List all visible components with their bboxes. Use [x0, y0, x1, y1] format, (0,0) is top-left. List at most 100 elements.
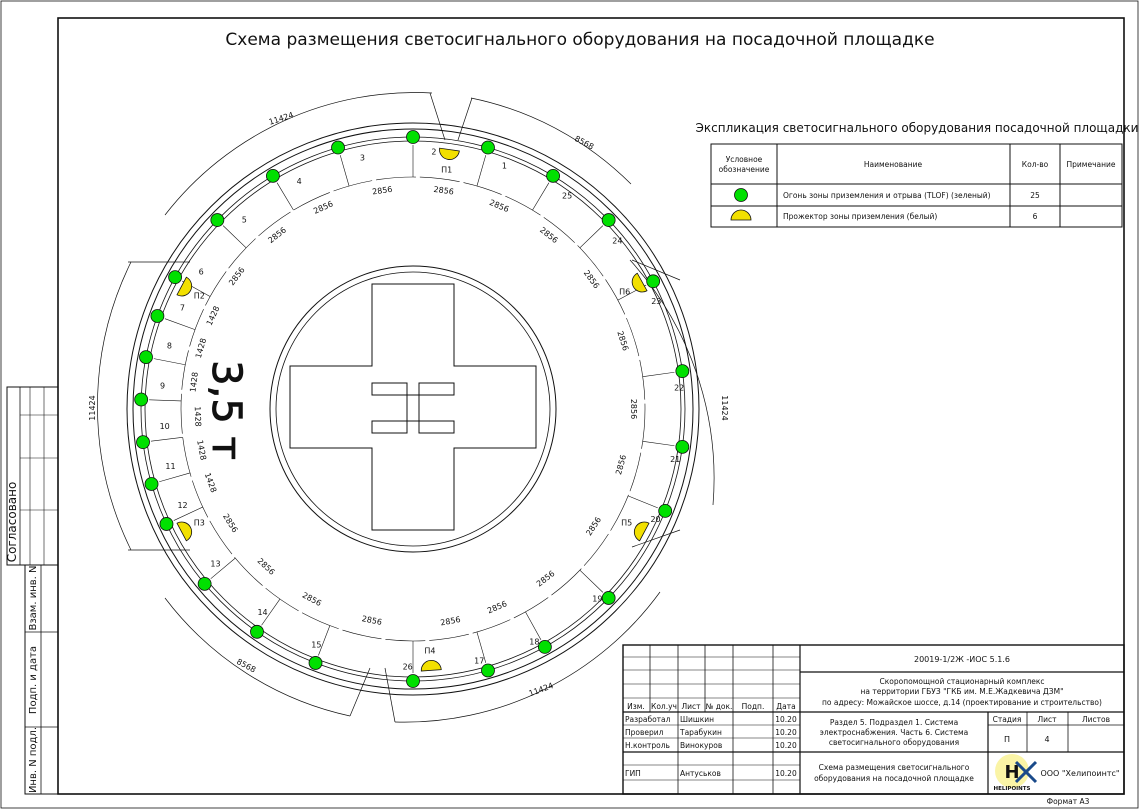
- tlof-light-label-12: 12: [177, 501, 187, 510]
- cross-marking: [289, 283, 537, 531]
- agreed-label: Согласовано: [5, 482, 19, 563]
- tlof-light-17: [481, 663, 495, 678]
- tlof-light-label-22: 22: [674, 383, 684, 392]
- tlof-light-2: [406, 130, 420, 144]
- step-dim-6: 1428: [205, 305, 222, 327]
- dim-label-bottom-left: 8568: [235, 657, 257, 675]
- tlof-lights: 1234567891011121314152617181920212223242…: [134, 130, 690, 688]
- step-dim-18: 2856: [535, 569, 557, 589]
- tlof-light-8: [139, 350, 153, 364]
- role-norm-control: Н.контроль: [625, 741, 670, 750]
- floodlight-П4: [420, 659, 442, 672]
- swap-inv-label: Взам. инв. N: [28, 566, 39, 631]
- tlof-light-26: [406, 674, 420, 688]
- tlof-light-23: [646, 274, 661, 289]
- tlof-light-label-10: 10: [160, 422, 170, 431]
- fato-circle: [269, 265, 557, 553]
- step-dim-24: 2856: [538, 225, 560, 245]
- pad-ring-2: [132, 128, 694, 690]
- tlof-light-6: [168, 270, 183, 285]
- tlof-light-7: [150, 309, 165, 323]
- tlof-light-label-18: 18: [529, 637, 539, 646]
- step-dim-3: 2856: [312, 199, 334, 216]
- tlof-light-label-23: 23: [651, 297, 661, 306]
- tlof-light-symbol-icon: [734, 188, 748, 202]
- tlof-light-label-4: 4: [297, 177, 302, 186]
- tlof-light-14: [250, 624, 264, 639]
- dim-label-top-right: 8568: [573, 134, 595, 152]
- floodlight-П3: [176, 521, 193, 542]
- step-dim-10: 1428: [195, 439, 208, 461]
- stamp-col-sign: Подп.: [742, 702, 765, 711]
- floodlight-label-П5: П5: [621, 519, 632, 528]
- step-dim-15: 2856: [361, 614, 383, 627]
- stamp-col-doc: № док.: [706, 702, 733, 711]
- tlof-light-22: [675, 364, 690, 379]
- step-dim-5: 2856: [227, 265, 246, 287]
- floodlight-label-П3: П3: [194, 519, 205, 528]
- step-dim-12: 2856: [221, 512, 239, 534]
- step-dim-13: 2856: [256, 556, 277, 576]
- date-developer: 10.20: [775, 715, 797, 724]
- tlof-light-19: [601, 591, 616, 605]
- tlof-light-15: [308, 656, 323, 670]
- tlof-light-21: [675, 439, 690, 454]
- inv-orig-label: Инв. N подл.: [28, 727, 39, 793]
- tlof-light-9: [134, 392, 149, 407]
- step-dim-9: 1428: [193, 406, 203, 427]
- dim-label-right: 11424: [720, 395, 729, 420]
- floodlight-П5: [633, 521, 650, 542]
- explication-header-name: Наименование: [864, 160, 923, 169]
- drawing-title: Схема размещения светосигнального оборуд…: [225, 30, 934, 50]
- dim-label-bottom-right: 11424: [528, 681, 555, 698]
- explication: Экспликация светосигнального оборудовани…: [696, 121, 1138, 228]
- stage-value: П: [1004, 735, 1010, 744]
- tlof-light-label-24: 24: [612, 236, 622, 245]
- dim-arc-bottom-left: [164, 597, 351, 717]
- step-dim-11: 1428: [203, 472, 218, 494]
- floodlight-label-П2: П2: [194, 291, 205, 300]
- step-dim-21: 2856: [629, 399, 638, 419]
- tlof-light-24: [601, 213, 616, 227]
- project-line-2: на территории ГБУЗ "ГКБ им. М.Е.Жадкевич…: [860, 687, 1063, 696]
- explication-row2-name: Прожектор зоны приземления (белый): [783, 212, 937, 221]
- tlof-light-label-6: 6: [199, 268, 204, 277]
- tlof-light-label-8: 8: [167, 342, 172, 351]
- step-dim-2: 2856: [372, 185, 393, 197]
- tlof-light-label-2: 2: [431, 147, 436, 156]
- step-dim-22: 2856: [615, 330, 630, 352]
- stage-header: Стадия: [993, 715, 1022, 724]
- chain-arc: [180, 176, 646, 642]
- tlof-light-label-25: 25: [562, 192, 572, 201]
- company-name: ООО "Хелипоинтс": [1040, 769, 1119, 778]
- dim-arc-left: [97, 261, 132, 551]
- floodlight-П2: [176, 276, 193, 297]
- dim-label-top-left: 11424: [268, 110, 295, 126]
- tlof-light-label-19: 19: [592, 594, 602, 603]
- tlof-light-12: [159, 517, 174, 531]
- tlof-light-label-26: 26: [403, 663, 413, 672]
- sheet-value: 4: [1044, 735, 1049, 744]
- helipoints-logo-icon: H HELIPOINTS: [994, 754, 1038, 792]
- tlof-light-11: [144, 477, 159, 491]
- tlof-light-13: [197, 576, 212, 591]
- tlof-light-4: [266, 168, 280, 183]
- project-line-3: по адресу: Можайское шоссе, д.14 (проект…: [822, 698, 1102, 707]
- tlof-light-label-1: 1: [502, 161, 507, 170]
- tlof-light-label-11: 11: [165, 462, 175, 471]
- tlof-light-25: [546, 168, 560, 183]
- tlof-light-label-7: 7: [180, 303, 185, 312]
- format-label: Формат А3: [1047, 797, 1090, 806]
- stamp-col-date: Дата: [776, 702, 795, 711]
- step-dim-17: 2856: [486, 599, 508, 615]
- tlof-light-label-17: 17: [474, 657, 484, 666]
- step-dim-14: 2856: [301, 591, 323, 609]
- tlof-light-label-20: 20: [650, 515, 660, 524]
- tlof-light-label-15: 15: [311, 640, 321, 649]
- fato-circle-inner: [275, 271, 551, 547]
- explication-header-note: Примечание: [1067, 160, 1116, 169]
- name-developer: Шишкин: [680, 715, 714, 724]
